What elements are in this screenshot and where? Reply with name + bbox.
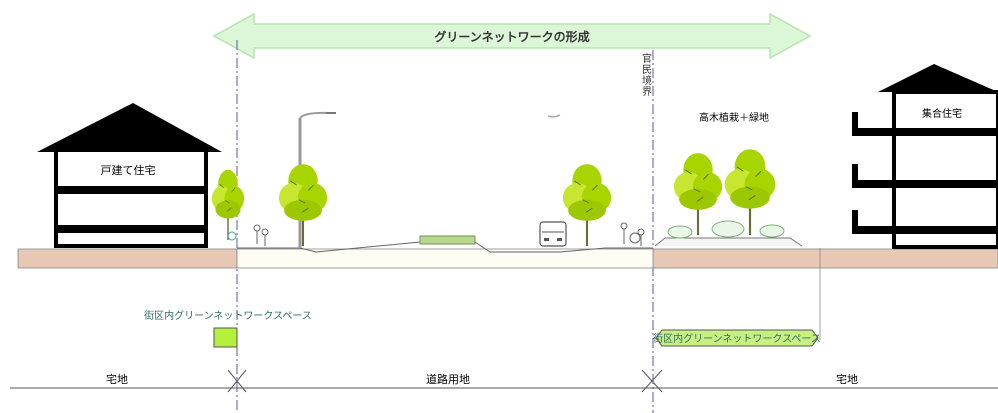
street-tree-left [277,163,329,248]
zone-label-left: 宅地 [106,372,128,386]
zone-label-center: 道路用地 [426,372,470,386]
detached-house-label: 戸建て住宅 [101,163,156,177]
street-tree-left-small [210,168,246,241]
ground-right [652,248,998,269]
green-space-right: 街区内グリーンネットワークスペース [653,329,821,347]
apartment-building: 集合住宅 [852,64,998,249]
green-space-right-label: 街区内グリーンネットワークスペース [653,332,821,345]
detached-house: 戸建て住宅 [37,103,222,248]
street-tree-right [561,163,613,248]
car [539,221,567,247]
apartment-label: 集合住宅 [922,107,962,120]
pedestrians-right [620,222,645,246]
zone-marker-right [641,369,663,393]
green-network-title: グリーンネットワークの形成 [434,29,589,44]
lamp-fragment [547,114,561,118]
road-base [236,248,654,269]
green-network-arrow: グリーンネットワークの形成 [212,12,812,60]
planting-label: 高木植栽＋緑地 [699,111,769,124]
planting-tree-1 [672,152,724,237]
green-space-left-box [213,327,238,348]
green-space-left-label: 街区内グリーンネットワークスペース [144,309,312,322]
boundary-label: 官民境界 [642,52,652,98]
planting-bed [654,220,803,247]
zone-marker-left [227,369,247,393]
zone-label-right: 宅地 [836,372,858,386]
ground-left [17,248,238,269]
pedestrians-left [227,224,269,246]
median-planter [419,235,476,245]
